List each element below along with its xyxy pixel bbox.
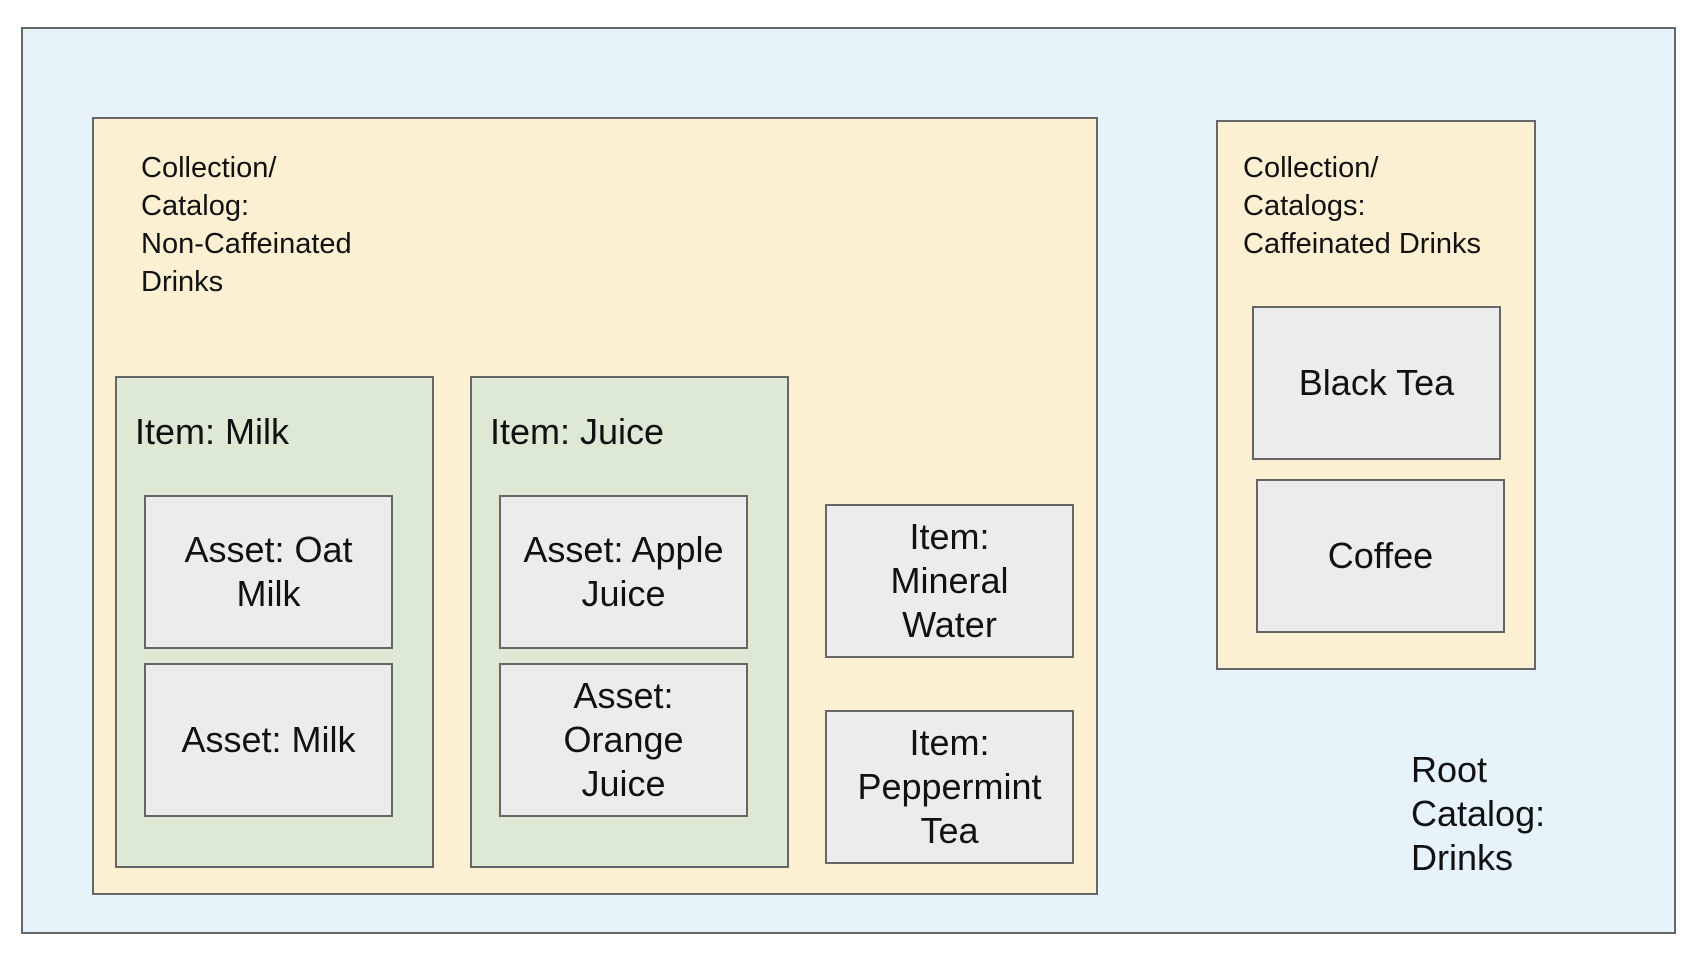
- item-mineral-water-label: Item: Mineral Water: [890, 516, 1009, 645]
- item-coffee: Coffee: [1256, 479, 1505, 633]
- item-peppermint-tea: Item: Peppermint Tea: [825, 710, 1074, 864]
- asset-oat-milk: Asset: Oat Milk: [144, 495, 393, 649]
- item-coffee-label: Coffee: [1327, 535, 1434, 576]
- asset-orange-juice: Asset: Orange Juice: [499, 663, 748, 817]
- item-mineral-water: Item: Mineral Water: [825, 504, 1074, 658]
- non-caffeinated-collection-label: Collection/ Catalog: Non-Caffeinated Dri…: [141, 152, 352, 298]
- asset-milk-label: Asset: Milk: [181, 719, 356, 760]
- asset-oat-milk-label: Asset: Oat Milk: [184, 529, 353, 614]
- asset-apple-juice: Asset: Apple Juice: [499, 495, 748, 649]
- asset-milk: Asset: Milk: [144, 663, 393, 817]
- item-black-tea-label: Black Tea: [1298, 362, 1455, 403]
- asset-orange-juice-label: Asset: Orange Juice: [563, 675, 684, 804]
- asset-apple-juice-label: Asset: Apple Juice: [523, 529, 724, 614]
- item-black-tea: Black Tea: [1252, 306, 1501, 460]
- root-catalog-label: Root Catalog: Drinks: [1411, 749, 1546, 878]
- item-juice-label: Item: Juice: [490, 411, 665, 452]
- item-peppermint-tea-label: Item: Peppermint Tea: [857, 722, 1042, 851]
- caffeinated-collection-label: Collection/ Catalogs: Caffeinated Drinks: [1243, 152, 1482, 260]
- item-milk-label: Item: Milk: [135, 411, 290, 452]
